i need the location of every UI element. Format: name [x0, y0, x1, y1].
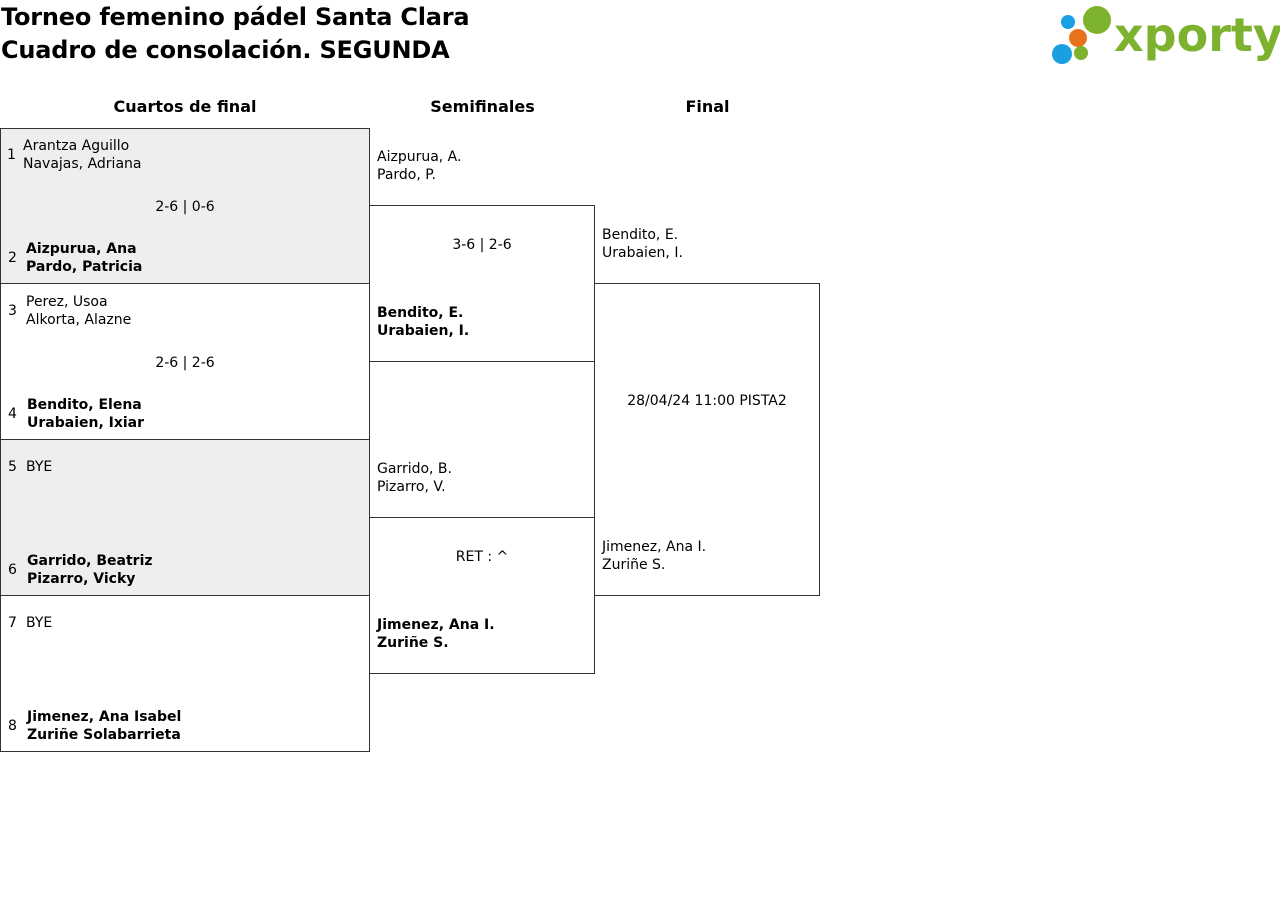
logo-dot-icon: [1069, 29, 1087, 47]
tournament-title: Torneo femenino pádel Santa Clara: [1, 3, 470, 31]
logo-dot-icon: [1074, 46, 1088, 60]
final-match[interactable]: 28/04/24 11:00 PISTA2 Jimenez, Ana I.Zur…: [594, 283, 820, 596]
seed-number: 2: [8, 250, 17, 266]
match-schedule: 28/04/24 11:00 PISTA2: [627, 393, 787, 409]
seed-number: 3: [8, 303, 17, 319]
seed-number: 4: [8, 406, 17, 422]
semifinal-match-2[interactable]: RET : ^ Jimenez, Ana I.Zuriñe S.: [369, 517, 595, 674]
column-header-semifinals: Semifinales: [430, 97, 535, 116]
match-result: RET : ^: [455, 549, 509, 565]
column-header-final: Final: [685, 97, 730, 116]
team-name-bye: BYE: [26, 615, 53, 631]
semifinal-match-1[interactable]: 3-6 | 2-6 Bendito, E.Urabaien, I.: [369, 205, 595, 362]
logo-dot-icon: [1052, 44, 1072, 64]
match-result: 2-6 | 2-6: [155, 355, 215, 371]
seed-number: 6: [8, 562, 17, 578]
seed-number: 7: [8, 615, 17, 631]
xporty-logo[interactable]: xporty: [1050, 4, 1280, 68]
team-name-winner: Bendito, E.Urabaien, I.: [377, 305, 470, 339]
team-name-winner: Jimenez, Ana I.Zuriñe S.: [377, 617, 495, 651]
logo-dot-icon: [1061, 15, 1075, 29]
semifinal-2-top-team: Garrido, B.Pizarro, V.: [377, 461, 452, 495]
seed-number: 8: [8, 718, 17, 734]
final-bottom-team: Jimenez, Ana I.Zuriñe S.: [602, 539, 707, 573]
final-top-team: Bendito, E.Urabaien, I.: [602, 227, 683, 261]
seed-number: 1: [7, 147, 16, 163]
logo-wordmark: xporty: [1114, 8, 1280, 62]
draw-subtitle: Cuadro de consolación. SEGUNDA: [1, 36, 450, 64]
team-name-bye: BYE: [26, 459, 53, 475]
seed-number: 5: [8, 459, 17, 475]
column-header-quarterfinals: Cuartos de final: [113, 97, 257, 116]
match-result: 2-6 | 0-6: [155, 199, 215, 215]
semifinal-1-top-team: Aizpurua, A.Pardo, P.: [377, 149, 462, 183]
logo-dot-icon: [1083, 6, 1111, 34]
match-result: 3-6 | 2-6: [452, 237, 512, 253]
